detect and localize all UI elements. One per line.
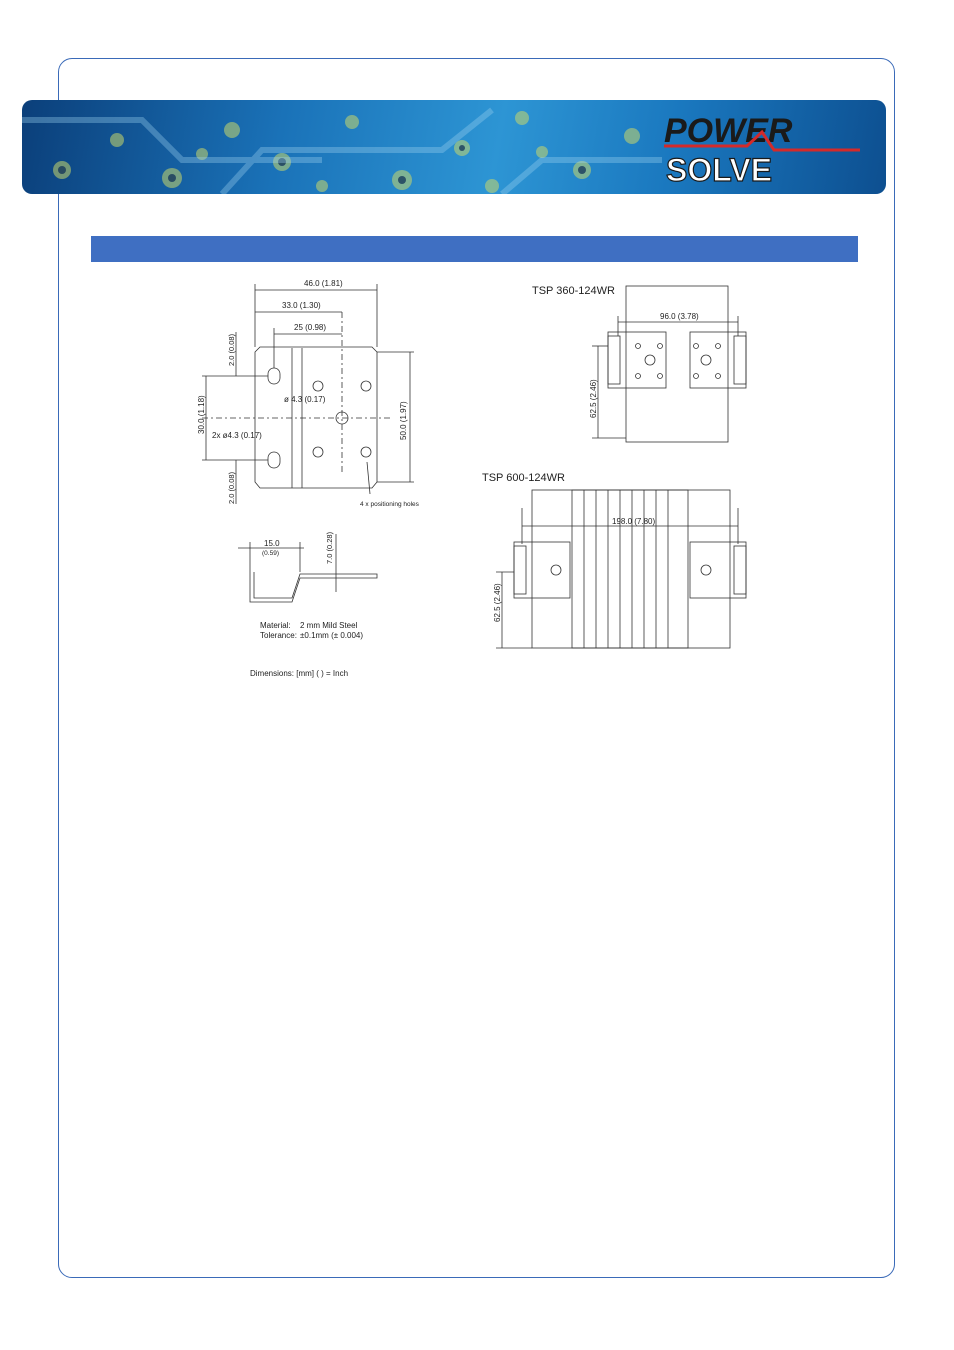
center-hole-label: ø 4.3 (0.17) <box>284 395 326 404</box>
logo-text-solve: SOLVE <box>666 152 772 186</box>
dim-height: 50.0 (1.97) <box>399 401 408 440</box>
slot-holes-label: 2x ø4.3 (0.17) <box>212 431 262 440</box>
mounting-bracket-drawing: 46.0 (1.81) 33.0 (1.30) 25 (0.98) ø 4.3 … <box>197 279 747 678</box>
dim-width-total: 46.0 (1.81) <box>304 279 343 288</box>
positioning-holes-label: 4 x positioning holes <box>360 501 420 508</box>
circuit-board-pattern <box>22 107 662 194</box>
page-frame <box>58 58 895 1278</box>
material-label: Material: <box>260 621 291 630</box>
dim-width-inner: 25 (0.98) <box>294 323 326 332</box>
dim-flange: 15.0 <box>264 539 280 548</box>
dim-width-mid: 33.0 (1.30) <box>282 301 321 310</box>
tsp600-dim-width: 198.0 (7.80) <box>612 517 655 526</box>
tsp360-title: TSP 360-124WR <box>532 285 615 297</box>
tolerance-value: ±0.1mm (± 0.004) <box>300 631 363 640</box>
dimensions-note: Dimensions: [mm] ( ) = Inch <box>250 669 348 678</box>
tolerance-label: Tolerance: <box>260 631 297 640</box>
mechanical-drawing: 46.0 (1.81) 33.0 (1.30) 25 (0.98) ø 4.3 … <box>192 272 756 682</box>
dim-hole-span: 30.0 (1.18) <box>197 395 206 434</box>
tsp600-dim-height: 62.5 (2.46) <box>493 583 502 622</box>
material-value: 2 mm Mild Steel <box>300 621 358 630</box>
powersolve-logo: POWER SOLVE <box>662 110 862 189</box>
section-header-bar <box>91 236 858 262</box>
tsp360-dim-height: 62.5 (2.46) <box>589 379 598 418</box>
dim-flange-inch: (0.59) <box>262 550 279 557</box>
tsp360-dim-width: 96.0 (3.78) <box>660 312 699 321</box>
dim-offset: 7.0 (0.28) <box>325 531 334 564</box>
dim-bottom-gap: 2.0 (0.08) <box>227 471 236 504</box>
logo-text-power: POWER <box>664 112 793 150</box>
dim-top-gap: 2.0 (0.08) <box>227 333 236 366</box>
tsp600-title: TSP 600-124WR <box>482 472 565 484</box>
